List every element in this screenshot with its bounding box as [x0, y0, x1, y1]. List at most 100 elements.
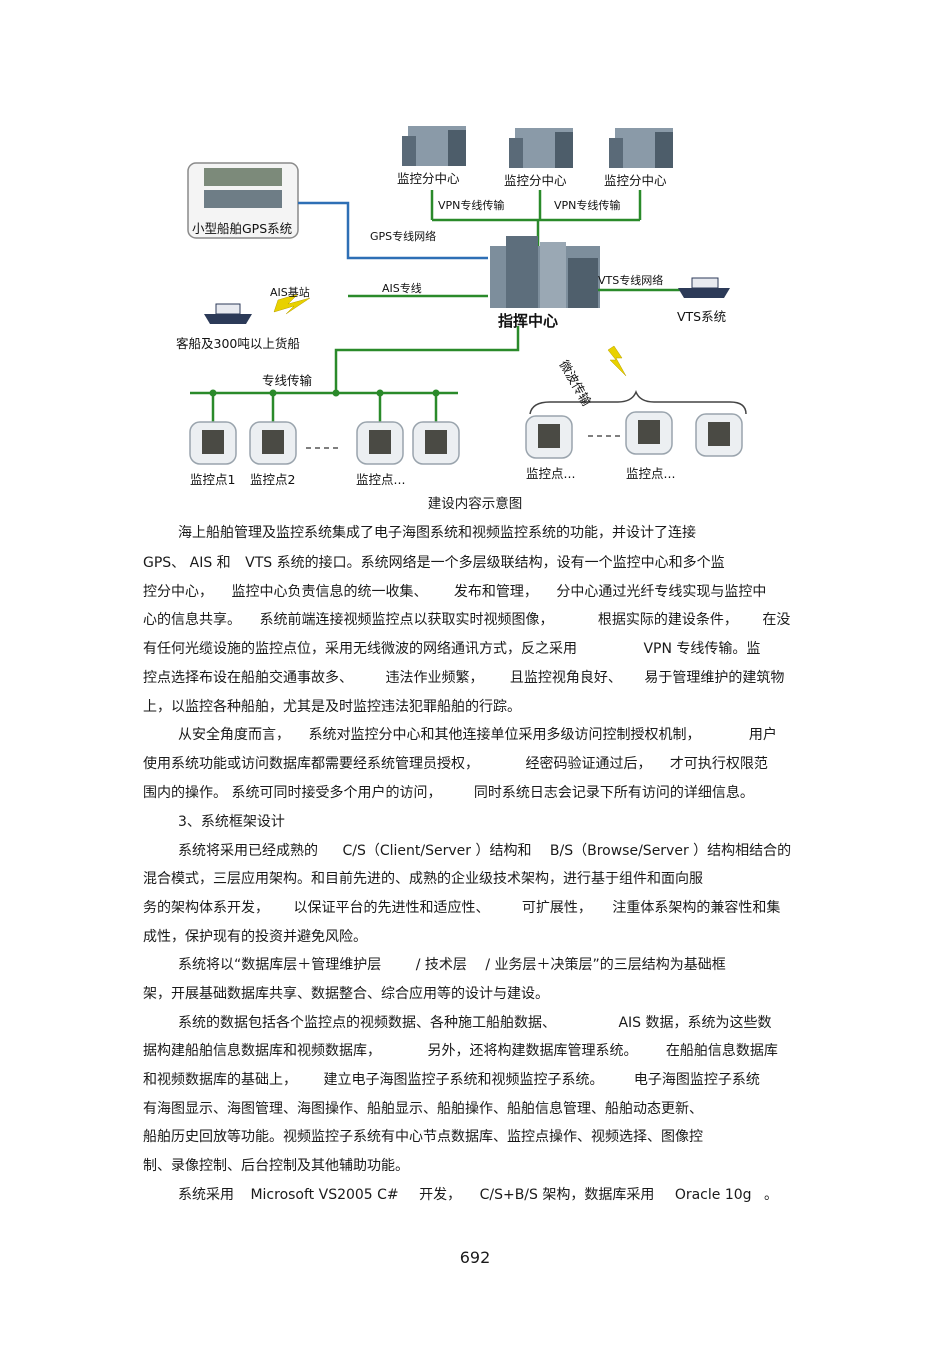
text-segment: 系统的数据包括各个监控点的视频数据、各种施工船舶数据、: [178, 1015, 556, 1031]
text-line-21: 有海图显示、海图管理、海图操作、船舶显示、船舶操作、船舶信息管理、船舶动态更新、: [143, 1099, 703, 1119]
text-segment: 系统对监控分中心和其他连接单位采用多级访问控制授权机制，: [308, 727, 701, 743]
text-line-13: 混合模式，三层应用架构。和目前先进的、成熟的企业级技术架构，进行基于组件和面向服: [143, 869, 703, 889]
text-segment: VTS 系统的接口。系统网络是一个多层级联结构，设有一个监控中心和多个监: [245, 555, 725, 571]
text-segment: 控分中心，: [143, 584, 213, 600]
text-segment: 在船舶信息数据库: [665, 1043, 778, 1059]
label-ais-base: AIS基站: [270, 286, 310, 299]
text-line-14: 务的架构体系开发， 以保证平台的先进性和适应性、 可扩展性， 注重体系架构的兼容…: [143, 898, 780, 918]
text-segment: GPS、 AIS 和: [143, 555, 231, 571]
label-point-1: 监控点1: [190, 472, 236, 487]
text-segment: 才可执行权限范: [669, 756, 768, 772]
text-segment: Oracle 10g: [674, 1187, 752, 1203]
label-vpn-2: VPN专线传输: [554, 199, 621, 212]
text-segment: 且监控视角良好、: [509, 670, 622, 686]
label-dedicated-line: 专线传输: [262, 373, 313, 388]
text-segment: 心的信息共享。: [143, 612, 241, 628]
command-center-building: [490, 236, 600, 308]
text-line-2: GPS、 AIS 和 VTS 系统的接口。系统网络是一个多层级联结构，设有一个监…: [143, 553, 725, 573]
text-line-4: 心的信息共享。 系统前端连接视频监控点以获取实时视频图像， 根据实际的建设条件，…: [143, 610, 790, 630]
text-segment: 发布和管理，: [453, 584, 538, 600]
text-line-22: 船舶历史回放等功能。视频监控子系统有中心节点数据库、监控点操作、视频选择、图像控: [143, 1127, 703, 1147]
text-segment: 电子海图监控子系统: [633, 1072, 760, 1088]
text-line-18: 系统的数据包括各个监控点的视频数据、各种施工船舶数据、 AIS 数据，系统为这些…: [178, 1013, 772, 1033]
text-segment: 使用系统功能或访问数据库都需要经系统管理员授权，: [143, 756, 479, 772]
text-line-6: 控点选择布设在船舶交通事故多、 违法作业频繁， 且监控视角良好、 易于管理维护的…: [143, 668, 784, 688]
text-segment: 开发，: [419, 1187, 462, 1203]
text-segment: 易于管理维护的建筑物: [644, 670, 785, 686]
text-segment: 务的架构体系开发，: [143, 900, 269, 916]
label-sub-center-3: 监控分中心: [604, 173, 667, 188]
text-segment: 经密码验证通过后，: [525, 756, 652, 772]
text-segment: 上，以监控各种船舶，尤其是及时监控违法犯罪船舶的行踪。: [143, 699, 521, 715]
text-line-24: 系统采用 Microsoft VS2005 C# 开发， C/S+B/S 架构，…: [178, 1185, 778, 1205]
text-segment: C/S+B/S 架构，数据库采用: [479, 1187, 655, 1203]
text-segment: 建立电子海图监控子系统和视频监控子系统。: [323, 1072, 604, 1088]
text-segment: 用户: [748, 727, 777, 743]
text-segment: AIS 数据，系统为这些数: [618, 1015, 772, 1031]
label-sub-center-1: 监控分中心: [397, 171, 460, 186]
monitor-point-icons: [189, 411, 743, 465]
sub-center-building-3: [609, 128, 673, 168]
text-line-10: 围内的操作。 系统可同时接受多个用户的访问， 同时系统日志会记录下所有访问的详细…: [143, 783, 754, 803]
text-segment: / 业务层＋决策层”的三层结构为基础框: [485, 957, 726, 973]
figure-caption: 建设内容示意图: [427, 496, 523, 512]
text-segment: 同时系统日志会记录下所有访问的详细信息。: [473, 785, 754, 801]
text-line-17: 架，开展基础数据库共享、数据整合、综合应用等的设计与建设。: [143, 984, 549, 1004]
text-segment: 注重体系架构的兼容性和集: [612, 900, 781, 916]
text-segment: 从安全角度而言，: [178, 727, 290, 743]
text-segment: 成性，保护现有的投资并避免风险。: [143, 929, 367, 945]
vts-ship-icon: [678, 277, 730, 298]
text-segment: Microsoft VS2005 C#: [250, 1187, 399, 1203]
diagram-graphics: [187, 126, 747, 465]
label-point-2: 监控点2: [250, 472, 296, 487]
text-segment: 围内的操作。 系统可同时接受多个用户的访问，: [143, 785, 442, 801]
network-diagram: 监控分中心 监控分中心 监控分中心 VPN专线传输 VPN专线传输 小型船舶GP…: [170, 118, 760, 490]
text-segment: 违法作业频繁，: [385, 670, 484, 686]
label-sub-center-2: 监控分中心: [504, 173, 567, 188]
text-line-15: 成性，保护现有的投资并避免风险。: [143, 927, 367, 947]
sub-center-building-2: [509, 128, 573, 168]
text-line-9: 使用系统功能或访问数据库都需要经系统管理员授权， 经密码验证通过后， 才可执行权…: [143, 754, 768, 774]
text-segment: 根据实际的建设条件，: [597, 612, 738, 628]
label-point-right-2: 监控点...: [626, 466, 676, 481]
label-point-dots: 监控点...: [356, 472, 406, 487]
text-segment: 系统前端连接视频监控点以获取实时视频图像，: [259, 612, 554, 628]
text-segment: 另外，还将构建数据库管理系统。: [427, 1043, 638, 1059]
page-number: 692: [459, 1248, 491, 1267]
label-gps-network: GPS专线网络: [370, 230, 437, 243]
text-segment: 据构建船舶信息数据库和视频数据库，: [143, 1043, 381, 1059]
label-ais-line: AIS专线: [382, 282, 422, 295]
text-line-5: 有任何光缆设施的监控点位，采用无线微波的网络通讯方式，反之采用 VPN 专线传输…: [143, 639, 760, 659]
text-segment: 船舶历史回放等功能。视频监控子系统有中心节点数据库、监控点操作、视频选择、图像控: [143, 1129, 703, 1145]
text-segment: 系统采用: [178, 1187, 234, 1203]
text-segment: 。: [763, 1187, 778, 1203]
text-segment: 架，开展基础数据库共享、数据整合、综合应用等的设计与建设。: [143, 986, 549, 1002]
sub-center-building-1: [402, 126, 466, 166]
text-segment: 分中心通过光纤专线实现与监控中: [556, 584, 767, 600]
text-segment: 监控中心负责信息的统一收集、: [231, 584, 428, 600]
text-segment: 有任何光缆设施的监控点位，采用无线微波的网络通讯方式，反之采用: [143, 641, 577, 657]
label-cargo-ships: 客船及300吨以上货船: [176, 336, 300, 351]
text-segment: 系统将采用已经成熟的: [178, 843, 318, 859]
text-line-1: 海上船舶管理及监控系统集成了电子海图系统和视频监控系统的功能，并设计了连接: [178, 523, 696, 543]
text-segment: 在没: [762, 612, 791, 628]
label-command-center: 指挥中心: [498, 312, 559, 330]
text-segment: C/S（Client/Server ）结构和: [342, 843, 532, 859]
text-segment: 控点选择布设在船舶交通事故多、: [143, 670, 353, 686]
label-vts-system: VTS系统: [677, 309, 727, 324]
text-line-12: 系统将采用已经成熟的 C/S（Client/Server ）结构和 B/S（Br…: [178, 841, 791, 861]
text-segment: 和视频数据库的基础上，: [143, 1072, 297, 1088]
text-line-7: 上，以监控各种船舶，尤其是及时监控违法犯罪船舶的行踪。: [143, 697, 521, 717]
text-line-20: 和视频数据库的基础上， 建立电子海图监控子系统和视频监控子系统。 电子海图监控子…: [143, 1070, 760, 1090]
text-segment: 以保证平台的先进性和适应性、: [293, 900, 490, 916]
text-segment: VPN 专线传输。监: [643, 641, 761, 657]
text-segment: B/S（Browse/Server ）结构相结合的: [549, 843, 792, 859]
section-heading: 3、系统框架设计: [178, 812, 285, 832]
label-vpn-1: VPN专线传输: [438, 199, 505, 212]
text-line-3: 控分中心， 监控中心负责信息的统一收集、 发布和管理， 分中心通过光纤专线实现与…: [143, 582, 766, 602]
text-segment: 有海图显示、海图管理、海图操作、船舶显示、船舶操作、船舶信息管理、船舶动态更新、: [143, 1101, 703, 1117]
text-segment: 可扩展性，: [521, 900, 592, 916]
label-point-right-1: 监控点...: [526, 466, 576, 481]
label-vts-network: VTS专线网络: [598, 274, 664, 287]
